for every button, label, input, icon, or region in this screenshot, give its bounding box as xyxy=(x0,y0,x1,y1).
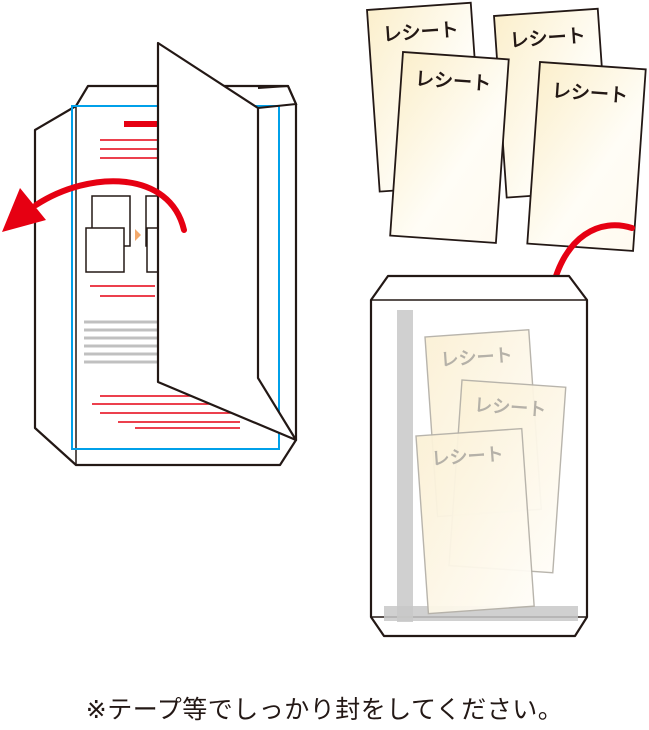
form-gray-text xyxy=(84,320,158,364)
receipt-3-label: レシート xyxy=(414,68,491,95)
form-orange-triangle xyxy=(135,229,141,241)
instruction-caption: ※テープ等でしっかり封をしてください。 xyxy=(85,695,564,724)
inside-receipt-2-label: レシート xyxy=(474,395,547,421)
inside-receipt-3: レシート xyxy=(415,427,535,615)
unfold-arrow xyxy=(2,178,187,233)
receipt-2-label: レシート xyxy=(509,25,586,52)
form-right-tab xyxy=(257,84,298,109)
receipt-4: レシート xyxy=(526,61,647,252)
receipt-3: レシート xyxy=(389,51,510,244)
form-red-lines-top xyxy=(100,139,160,159)
form-title-bar xyxy=(124,121,164,127)
form-front-flap xyxy=(156,41,298,442)
receipts-stack: レシート レシート レシート レシート xyxy=(366,1,647,252)
envelope: レシート レシート レシート xyxy=(369,274,589,638)
instruction-illustration: レシート レシート レシート レシート レシート xyxy=(2,1,647,638)
folded-form xyxy=(33,41,298,467)
receipt-1-label: レシート xyxy=(382,19,459,46)
inside-receipt-3-label: レシート xyxy=(431,444,504,470)
form-red-lines-bottom xyxy=(92,395,240,429)
inside-receipt-1-label: レシート xyxy=(440,345,513,371)
tape-vertical xyxy=(397,310,413,622)
receipt-4-label: レシート xyxy=(551,80,628,107)
form-red-lines-mid xyxy=(90,285,155,297)
